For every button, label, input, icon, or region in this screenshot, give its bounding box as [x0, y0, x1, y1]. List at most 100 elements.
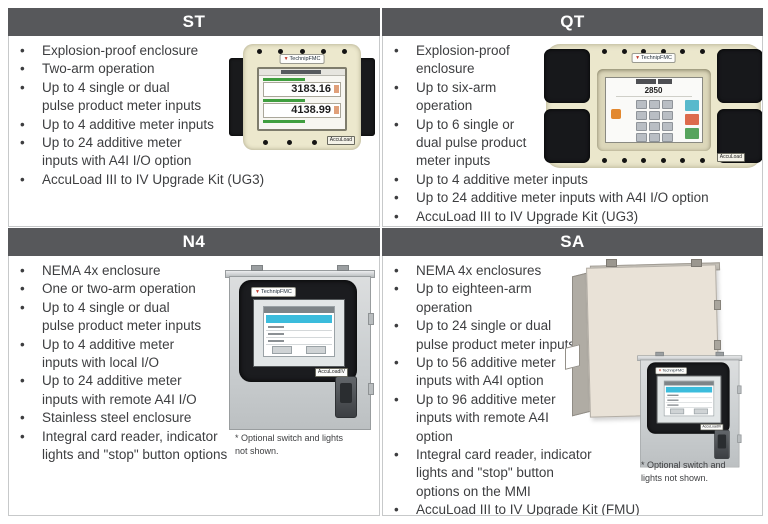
mounting-lug — [691, 259, 702, 267]
accuload-badge: AccuLoadIV — [315, 368, 348, 377]
dialog-button — [670, 408, 685, 415]
list-item: Up to 4 single or dual pulse product met… — [18, 299, 379, 336]
keypad-key — [635, 111, 647, 120]
card-reader — [335, 376, 357, 418]
list-item: Up to 6 single or dual pulse product met… — [392, 116, 762, 171]
dialog-button — [693, 408, 708, 415]
panel-n4: N4 NEMA 4x enclosure One or two-arm oper… — [8, 228, 380, 516]
stop-key-icon — [610, 109, 621, 119]
n4-device-photo: ▼TechnipFMC AccuLoadIV — [225, 265, 375, 430]
keypad-key — [661, 133, 673, 142]
panel-st: ST Explosion-proof enclosure Two-arm ope… — [8, 8, 380, 227]
keypad-key — [648, 100, 660, 109]
bolt-icon — [342, 49, 347, 54]
list-item: Up to 96 additive meter inputs with remo… — [392, 391, 762, 446]
bolt-icon — [699, 49, 705, 54]
list-row — [665, 393, 713, 399]
keypad-key — [661, 111, 673, 120]
list-item: Explosion-proof enclosure — [392, 42, 762, 79]
accuload-badge: AccuLoad — [326, 136, 355, 145]
bolt-icon — [660, 158, 666, 163]
sa-photo-caption: * Optional switch and lights not shown. — [641, 460, 726, 483]
brand-logo: ▼TechnipFMC — [655, 367, 687, 375]
panel-sa: SA NEMA 4x enclosures Up to eighteen-arm… — [382, 228, 763, 516]
mounting-lug — [655, 351, 664, 357]
comparison-grid: ST Explosion-proof enclosure Two-arm ope… — [8, 8, 763, 516]
brand-logo: ▼TechnipFMC — [279, 54, 325, 64]
list-item: Up to eighteen-arm operation — [392, 280, 762, 317]
hinge — [737, 385, 742, 394]
list-row — [266, 338, 332, 345]
list-item: Up to 24 single or dual pulse product me… — [392, 317, 762, 354]
list-item: AccuLoad III to IV Upgrade Kit (FMU) — [392, 501, 762, 515]
keypad-key — [635, 122, 647, 131]
technipfmc-logo-icon: ▼ — [635, 55, 641, 61]
panel-n4-header: N4 — [8, 228, 380, 256]
bolt-row — [602, 49, 705, 54]
selected-list-row — [266, 315, 332, 323]
list-item: Up to 4 additive meter inputs — [18, 116, 379, 135]
panel-st-body: Explosion-proof enclosure Two-arm operat… — [8, 36, 380, 227]
list-item: NEMA 4x enclosure — [18, 262, 379, 281]
latch — [714, 340, 721, 350]
list-item: Up to 4 additive meter inputs — [392, 171, 762, 190]
keypad-key — [661, 100, 673, 109]
dialog-button — [272, 346, 292, 354]
bolt-icon — [621, 158, 627, 163]
keypad-key — [648, 133, 660, 142]
panel-sa-header: SA — [382, 228, 763, 256]
mounting-lug — [251, 265, 263, 271]
card-reader — [714, 429, 730, 459]
latch — [714, 300, 721, 310]
bolt-icon — [621, 49, 627, 54]
bolt-icon — [602, 49, 607, 54]
list-item: Up to 24 additive meter inputs with A4I … — [18, 134, 379, 171]
list-item: Integral card reader, indicator lights a… — [18, 428, 379, 465]
hinge — [737, 434, 742, 443]
sa-mmi-unit-photo: ▼TechnipFMC — [637, 351, 743, 468]
bolt-icon — [641, 49, 647, 54]
list-item: Up to 56 additive meter inputs with A4I … — [392, 354, 762, 391]
list-row — [266, 324, 332, 331]
list-item: Up to 24 additive meter inputs with remo… — [18, 372, 379, 409]
list-item: Up to 24 additive meter inputs with A4I … — [392, 189, 762, 208]
panel-qt-feature-list: Explosion-proof enclosure Up to six-arm … — [383, 42, 762, 226]
list-item: One or two-arm operation — [18, 280, 379, 299]
panel-sa-title: SA — [560, 232, 585, 251]
technipfmc-logo-icon: ▼ — [255, 289, 260, 295]
accuload-badge: AccuLoadIV — [700, 424, 724, 431]
brand-logo: ▼TechnipFMC — [251, 287, 296, 297]
keypad-key — [635, 100, 647, 109]
list-item: NEMA 4x enclosures — [392, 262, 762, 281]
panel-n4-title: N4 — [182, 232, 206, 251]
hinge — [368, 313, 374, 325]
sa-device-photo: ▼TechnipFMC — [558, 259, 760, 490]
bolt-icon — [680, 158, 686, 163]
panel-st-title: ST — [182, 12, 206, 31]
list-item: AccuLoad III to IV Upgrade Kit (UG3) — [18, 171, 379, 190]
bolt-icon — [311, 140, 317, 145]
qt-device-screen: 2850 — [604, 77, 703, 143]
mounting-lug — [715, 351, 724, 357]
qt-device-photo: ▼TechnipFMC 2850 — [544, 44, 762, 168]
list-item: Integral card reader, indicator lights a… — [392, 446, 762, 501]
panel-sa-body: NEMA 4x enclosures Up to eighteen-arm op… — [382, 256, 763, 516]
bolt-icon — [641, 158, 647, 163]
list-item: Up to 4 additive meter inputs with local… — [18, 336, 379, 373]
bolt-icon — [299, 49, 305, 54]
qt-corner-pod — [717, 49, 762, 103]
n4-photo-caption: * Optional switch and lights not shown. — [235, 433, 344, 456]
function-key-red — [684, 114, 699, 125]
qt-screen-bevel: 2850 — [596, 69, 711, 151]
bolt-icon — [660, 49, 666, 54]
keypad-key — [635, 133, 647, 142]
technipfmc-logo-icon: ▼ — [658, 368, 662, 373]
bolt-icon — [602, 158, 607, 163]
bolt-icon — [263, 140, 268, 145]
panel-n4-feature-list: NEMA 4x enclosure One or two-arm operati… — [9, 262, 379, 464]
function-keys — [684, 100, 699, 139]
keypad-key — [648, 122, 660, 131]
panel-st-feature-list: Explosion-proof enclosure Two-arm operat… — [9, 42, 379, 190]
n4-device-screen — [253, 299, 345, 367]
